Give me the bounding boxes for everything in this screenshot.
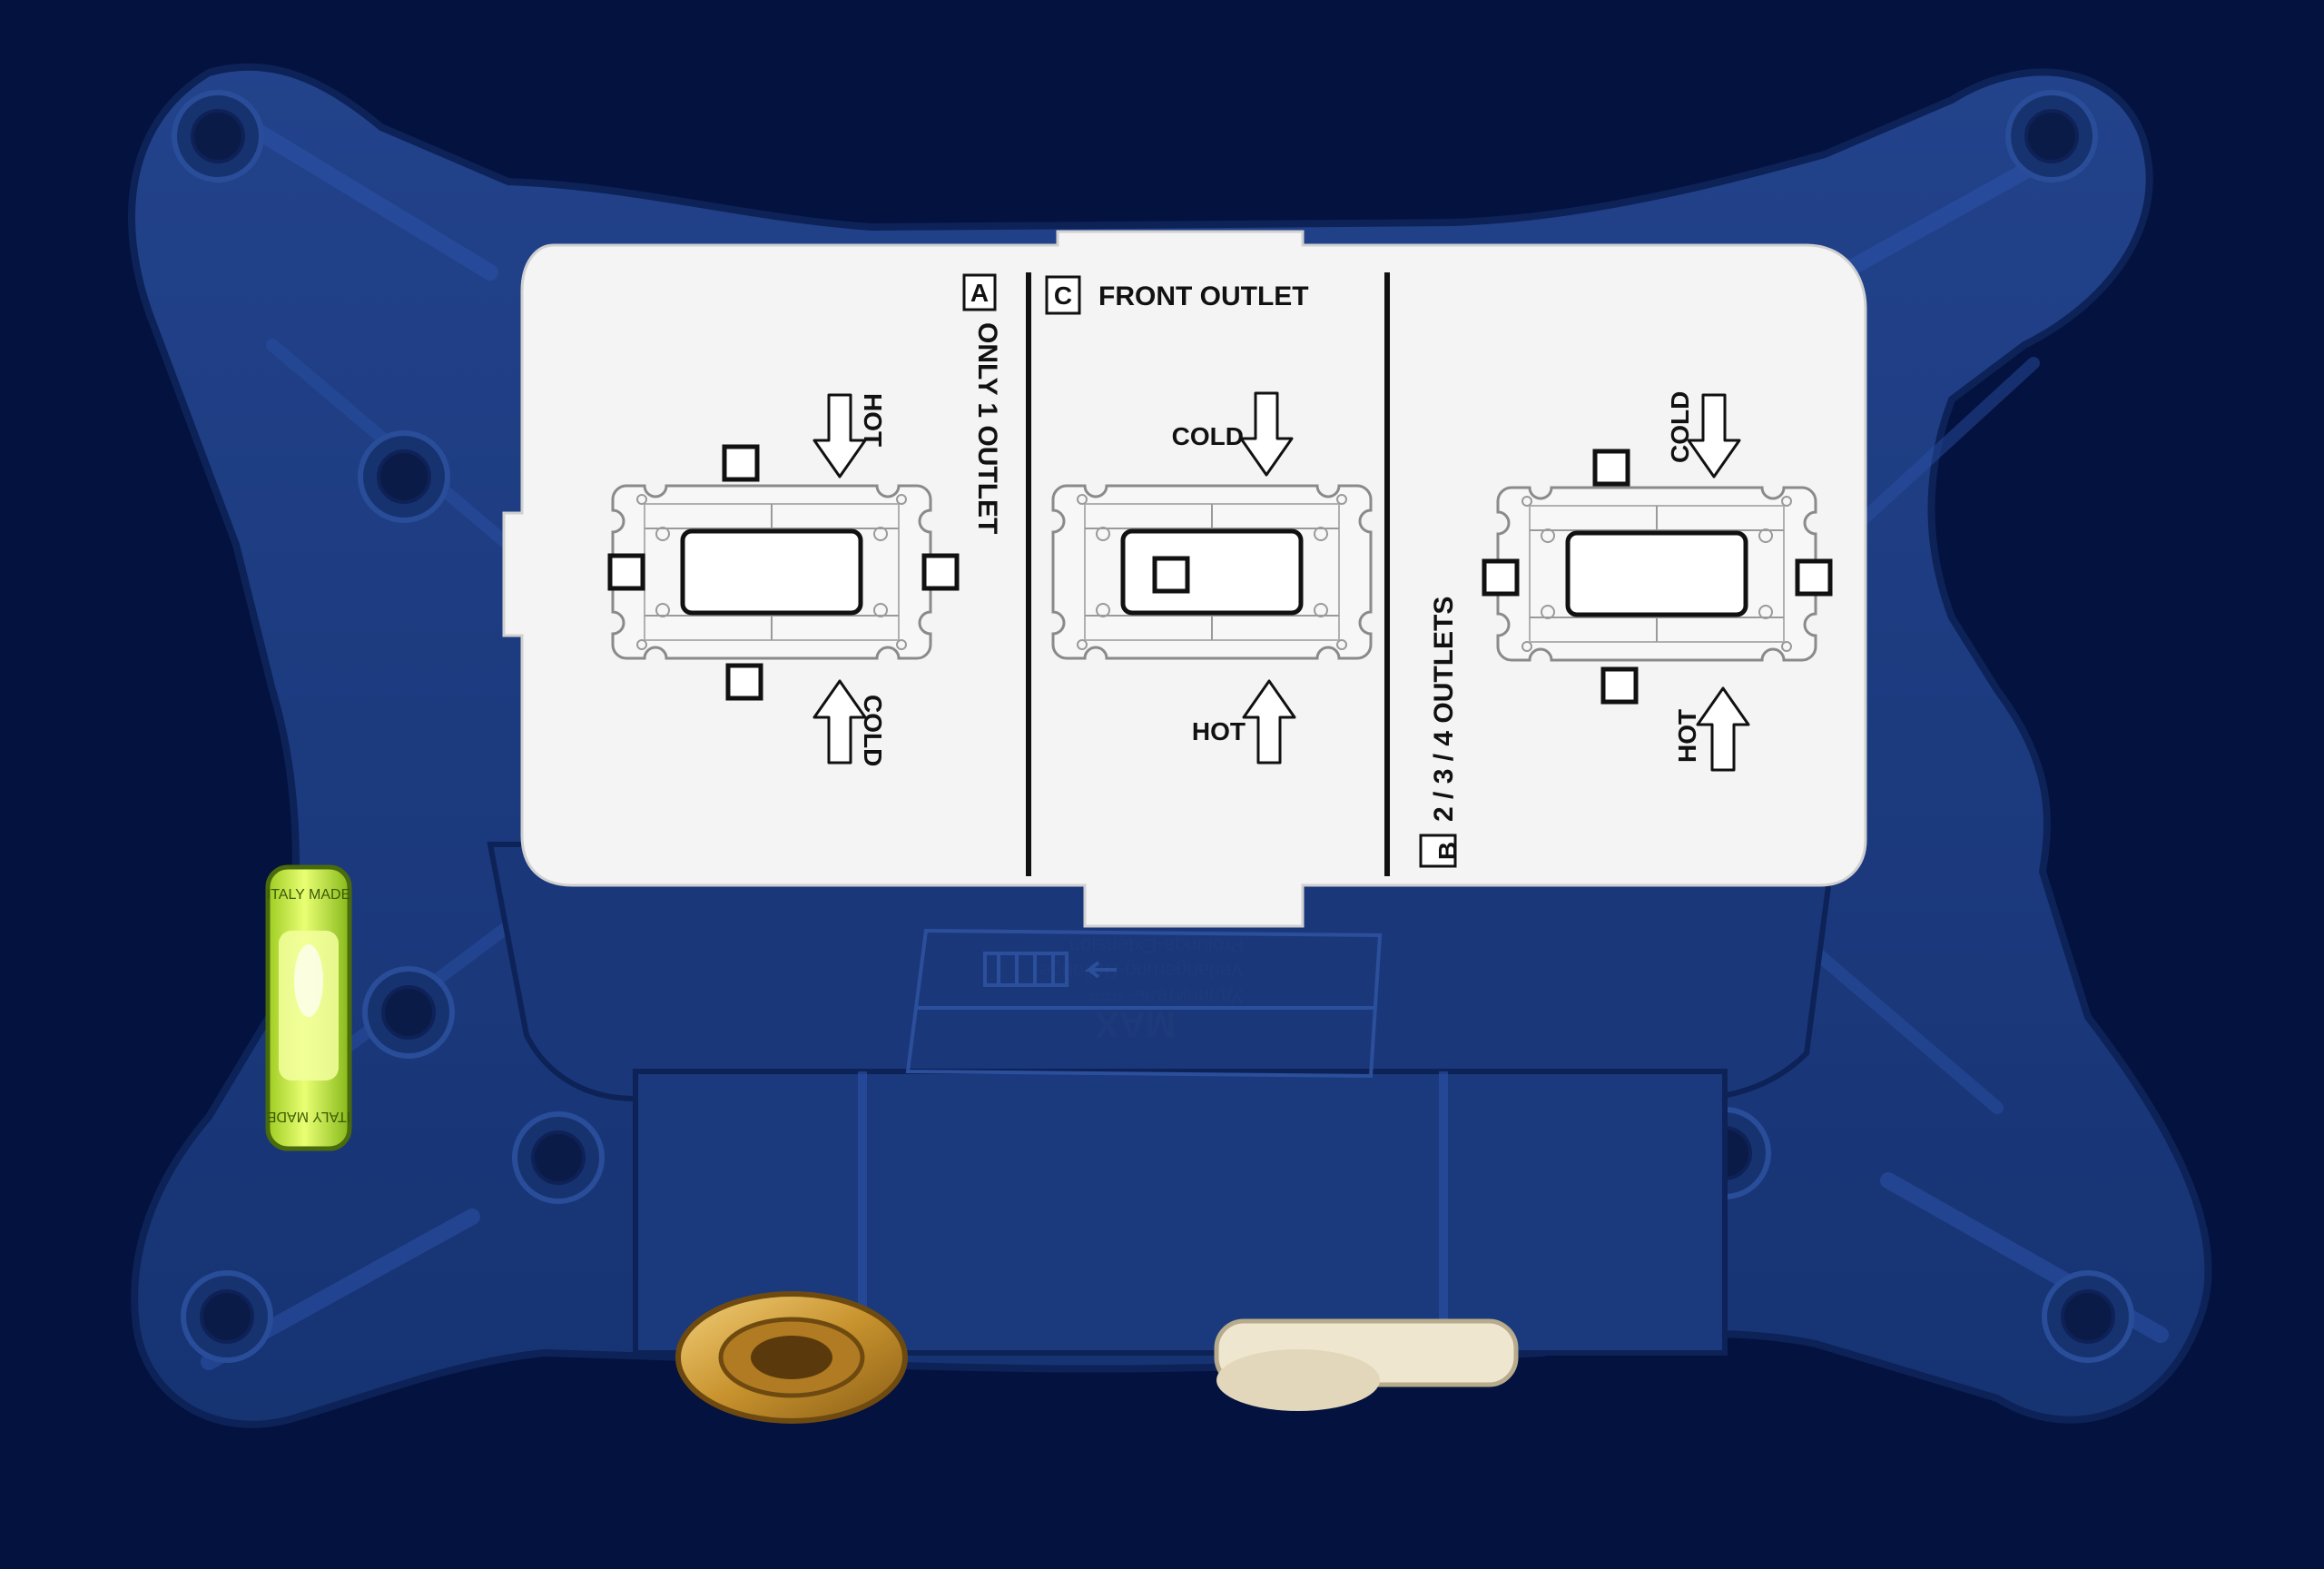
box-body <box>487 842 1837 1356</box>
panel-a-valve-diagram <box>613 486 931 658</box>
panel-c-square-center <box>1152 556 1190 594</box>
panel-b-letter: B <box>1433 842 1462 860</box>
panel-a-square-bottom <box>725 663 763 701</box>
panel-b-square-top <box>1592 449 1630 487</box>
panel-a-top-arrow-label: HOT <box>859 393 887 447</box>
mount-hole-bottom-left <box>183 1273 271 1360</box>
panel-a-title: ONLY 1 OUTLET <box>972 322 1002 534</box>
panel-a-letter: A <box>970 279 989 307</box>
emboss-max: MAX <box>1095 1004 1176 1044</box>
panel-a: A ONLY 1 OUTLET HOT COLD <box>607 273 1002 766</box>
panel-b-valve-diagram <box>1498 488 1816 660</box>
panel-b: B 2 / 3 / 4 OUTLETS COLD HOT <box>1419 391 1833 868</box>
mount-hole-low-left <box>365 969 452 1056</box>
emboss-line-1: Удлинитель- ### <box>1088 985 1244 1008</box>
panel-a-square-left <box>607 553 645 591</box>
emboss-line-3: Prolunga-Extension <box>1069 934 1244 957</box>
level-text-bottom: ITALY MADE <box>267 1109 350 1124</box>
panel-c-letter: C <box>1054 281 1072 310</box>
panel-a-letter-box <box>962 273 997 311</box>
level-text-top: ITALY MADE <box>267 887 350 903</box>
panel-b-bottom-arrow-label: HOT <box>1673 709 1701 763</box>
extension-icon <box>983 952 1117 987</box>
panel-b-square-left <box>1482 558 1520 597</box>
panel-c-valve-diagram <box>1053 486 1371 658</box>
spirit-level: ITALY MADE ITALY MADE <box>265 864 352 1151</box>
panel-b-square-bottom <box>1600 666 1639 705</box>
panel-c-top-arrow-label: COLD <box>1172 422 1244 450</box>
panel-c: C FRONT OUTLET COLD HOT <box>1045 275 1371 765</box>
panel-b-letter-box <box>1419 834 1457 868</box>
panel-b-top-arrow-label: COLD <box>1666 391 1694 463</box>
panel-c-bottom-arrow-label: HOT <box>1192 717 1246 745</box>
level-bubble <box>294 944 323 1017</box>
panel-c-title: FRONT OUTLET <box>1098 281 1309 311</box>
mount-hole-bottom-left-inner <box>515 1114 602 1201</box>
panel-b-square-right <box>1795 558 1833 597</box>
embossed-extension-marking: Удлинитель- ### Verlangerung-Rallonge Pr… <box>905 928 1383 1079</box>
mount-hole-top-left <box>174 93 261 180</box>
panel-b-title: 2 / 3 / 4 OUTLETS <box>1429 597 1459 822</box>
mount-hole-mid-left <box>360 433 448 520</box>
white-plug <box>1214 1318 1519 1411</box>
panel-c-letter-box <box>1045 275 1081 315</box>
panel-a-bottom-arrow-label: COLD <box>859 695 887 766</box>
mount-hole-top-right <box>2008 93 2095 180</box>
emboss-line-2: Verlangerung-Rallonge <box>1039 960 1244 982</box>
panel-a-square-top <box>722 444 760 482</box>
mount-hole-bottom-right <box>2044 1273 2132 1360</box>
panel-a-square-right <box>921 553 960 591</box>
brass-inlet-connector <box>675 1291 908 1424</box>
